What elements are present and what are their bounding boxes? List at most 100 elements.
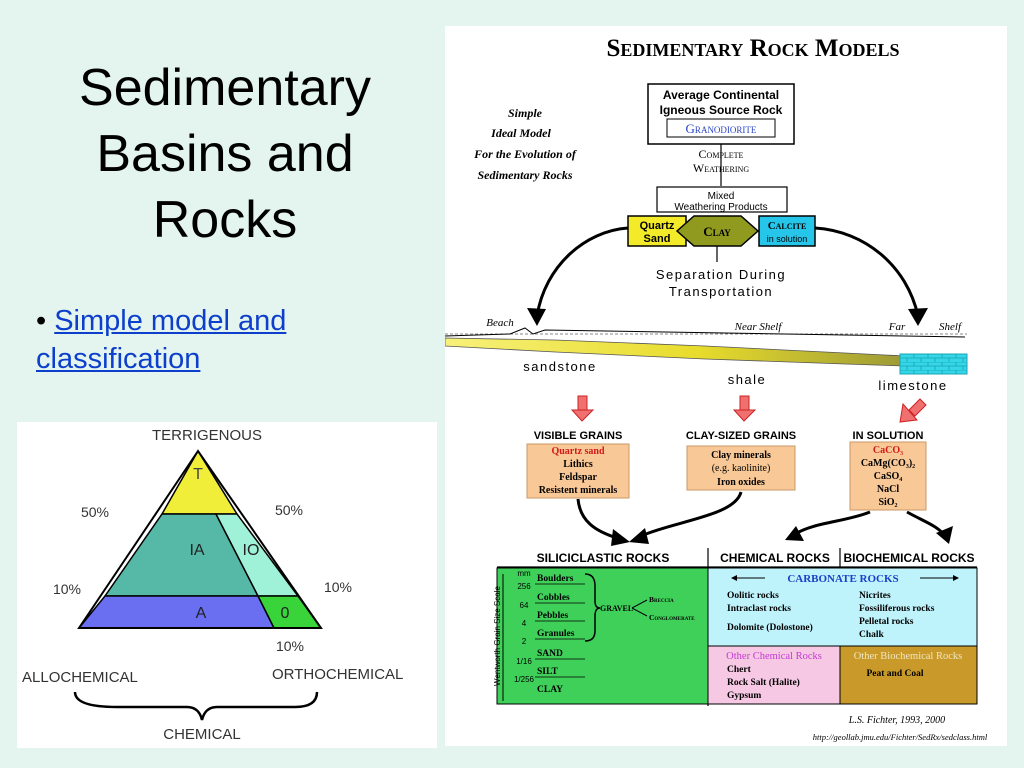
slide-title: Sedimentary Basins and Rocks: [40, 55, 410, 253]
zone-ia-label: IA: [189, 542, 204, 559]
curved-arrow: [794, 510, 871, 536]
shale-label: shale: [728, 372, 767, 387]
visible-grains-header: VISIBLE GRAINS: [534, 430, 623, 442]
source-line: Igneous Source Rock: [660, 103, 783, 117]
separation-line: Transportation: [669, 284, 773, 299]
pct-left-10: 10%: [53, 581, 81, 597]
is-item: NaCl: [877, 484, 899, 495]
subtitle-line: Ideal Model: [490, 126, 551, 140]
rock-models-diagram: Sedimentary Rock Models Simple Ideal Mod…: [444, 35, 988, 742]
url-text: http://geollab.jmu.edu/Fichter/SedRx/sed…: [813, 732, 988, 742]
credit-text: L.S. Fichter, 1993, 2000: [848, 715, 945, 726]
chemical-brace: [73, 691, 319, 721]
grain-class: Cobbles: [537, 593, 570, 603]
right-corner-label: ORTHOCHEMICAL: [272, 666, 403, 683]
size-tick: 1/16: [516, 657, 532, 666]
zone-io-label: IO: [243, 542, 260, 559]
arrowhead: [527, 308, 546, 326]
grain-class: CLAY: [537, 685, 563, 695]
other-biochemical-header: Other Biochemical Rocks: [854, 651, 962, 662]
cs-item: (e.g. kaolinite): [712, 463, 771, 474]
link-line: Simple model and: [54, 305, 287, 337]
curved-arrow: [640, 491, 743, 538]
grain-class: SILT: [537, 667, 558, 677]
size-tick: 64: [520, 601, 529, 610]
size-tick: 4: [522, 619, 527, 628]
quartz-line: Sand: [644, 233, 671, 245]
chemical-rocks-header: CHEMICAL ROCKS: [720, 551, 830, 565]
sandstone-shale-wedge: [444, 337, 906, 367]
simple-model-link[interactable]: Simple model and classification: [36, 305, 286, 375]
calcite-line: in solution: [767, 234, 808, 244]
vg-item: Quartz sand: [551, 446, 605, 457]
bio-carbonate: Nicrites: [859, 591, 891, 601]
subtitle-line: Simple: [508, 106, 543, 120]
other-chem-item: Rock Salt (Halite): [727, 677, 800, 688]
far-label: Far: [888, 321, 906, 333]
arrow-to-far-shelf: [814, 226, 920, 317]
bio-carbonate: Fossiliferous rocks: [859, 604, 935, 614]
gravel-brace: [584, 573, 601, 642]
left-corner-label: ALLOCHEMICAL: [22, 669, 138, 686]
grain-class: Pebbles: [537, 611, 568, 621]
siliciclastic-header: SILICICLASTIC ROCKS: [537, 551, 670, 565]
other-chemical-block: [707, 645, 841, 705]
link-line: classification: [36, 343, 201, 375]
bottom-label: CHEMICAL: [163, 726, 241, 743]
shoreline: [444, 327, 966, 338]
cs-item: Iron oxides: [717, 477, 765, 488]
arrow-to-beach: [535, 226, 629, 317]
clay-sized-box: [686, 445, 796, 491]
size-tick: 256: [517, 582, 531, 591]
sandstone-label: sandstone: [523, 359, 597, 374]
granodiorite-box: [666, 118, 776, 138]
in-solution-box: [849, 441, 927, 511]
calcite-line: Calcite: [768, 220, 807, 232]
arrowhead: [731, 575, 737, 581]
arrowhead: [785, 526, 804, 541]
triangle-outline: [77, 449, 323, 629]
arrowhead: [936, 526, 953, 544]
subtitle-line: Sedimentary Rocks: [478, 168, 573, 182]
is-item: CaMg(CO₃)₂: [861, 458, 915, 469]
other-chem-item: Chert: [727, 665, 752, 675]
peat-coal-label: Peat and Coal: [867, 669, 924, 679]
limestone-bed: [899, 353, 968, 375]
is-item: CaSO₄: [874, 471, 903, 482]
red-arrow-icon: [899, 398, 927, 423]
gravel-label: GRAVEL: [600, 604, 633, 613]
beach-label: Beach: [486, 317, 514, 329]
biochemical-rocks-header: BIOCHEMICAL ROCKS: [843, 551, 974, 565]
grain-underlines: [535, 583, 585, 678]
mixed-line: Weathering Products: [674, 202, 767, 213]
cs-item: Clay minerals: [711, 450, 771, 461]
arrowhead: [953, 575, 959, 581]
other-chem-item: Gypsum: [727, 691, 761, 701]
other-biochemical-block: [839, 645, 978, 705]
red-arrow-icon: [732, 395, 757, 422]
clay-hexagon: [675, 215, 760, 247]
siliciclastic-block: [496, 567, 709, 705]
pct-right-10: 10%: [324, 579, 352, 595]
in-solution-header: IN SOLUTION: [853, 430, 924, 442]
conglomerate-label: Conglomerate: [649, 613, 695, 622]
other-chemical-header: Other Chemical Rocks: [726, 651, 822, 662]
subtitle-line: For the Evolution of: [473, 147, 577, 161]
vg-item: Resistent minerals: [539, 485, 618, 496]
chem-carbonate: Oolitic rocks: [727, 591, 779, 601]
grain-class: Boulders: [537, 574, 574, 584]
shelf-label: Shelf: [939, 321, 963, 333]
arrowhead: [611, 529, 630, 546]
arrowhead: [629, 528, 649, 544]
zone-a: [77, 595, 276, 629]
mixed-products-box: [656, 186, 788, 213]
red-arrow-icon: [570, 395, 595, 422]
scale-label: Wentworth Grain Size Scale: [493, 586, 502, 686]
title-line: Sedimentary: [79, 59, 371, 117]
carbonate-block: [707, 567, 978, 647]
mm-label: mm: [517, 569, 531, 578]
ternary-diagram: TERRIGENOUS T IA IO A 0 50% 50% 10% 10% …: [22, 427, 403, 743]
chem-carbonate: Dolomite (Dolostone): [727, 622, 813, 633]
zone-a-label: A: [196, 605, 207, 622]
